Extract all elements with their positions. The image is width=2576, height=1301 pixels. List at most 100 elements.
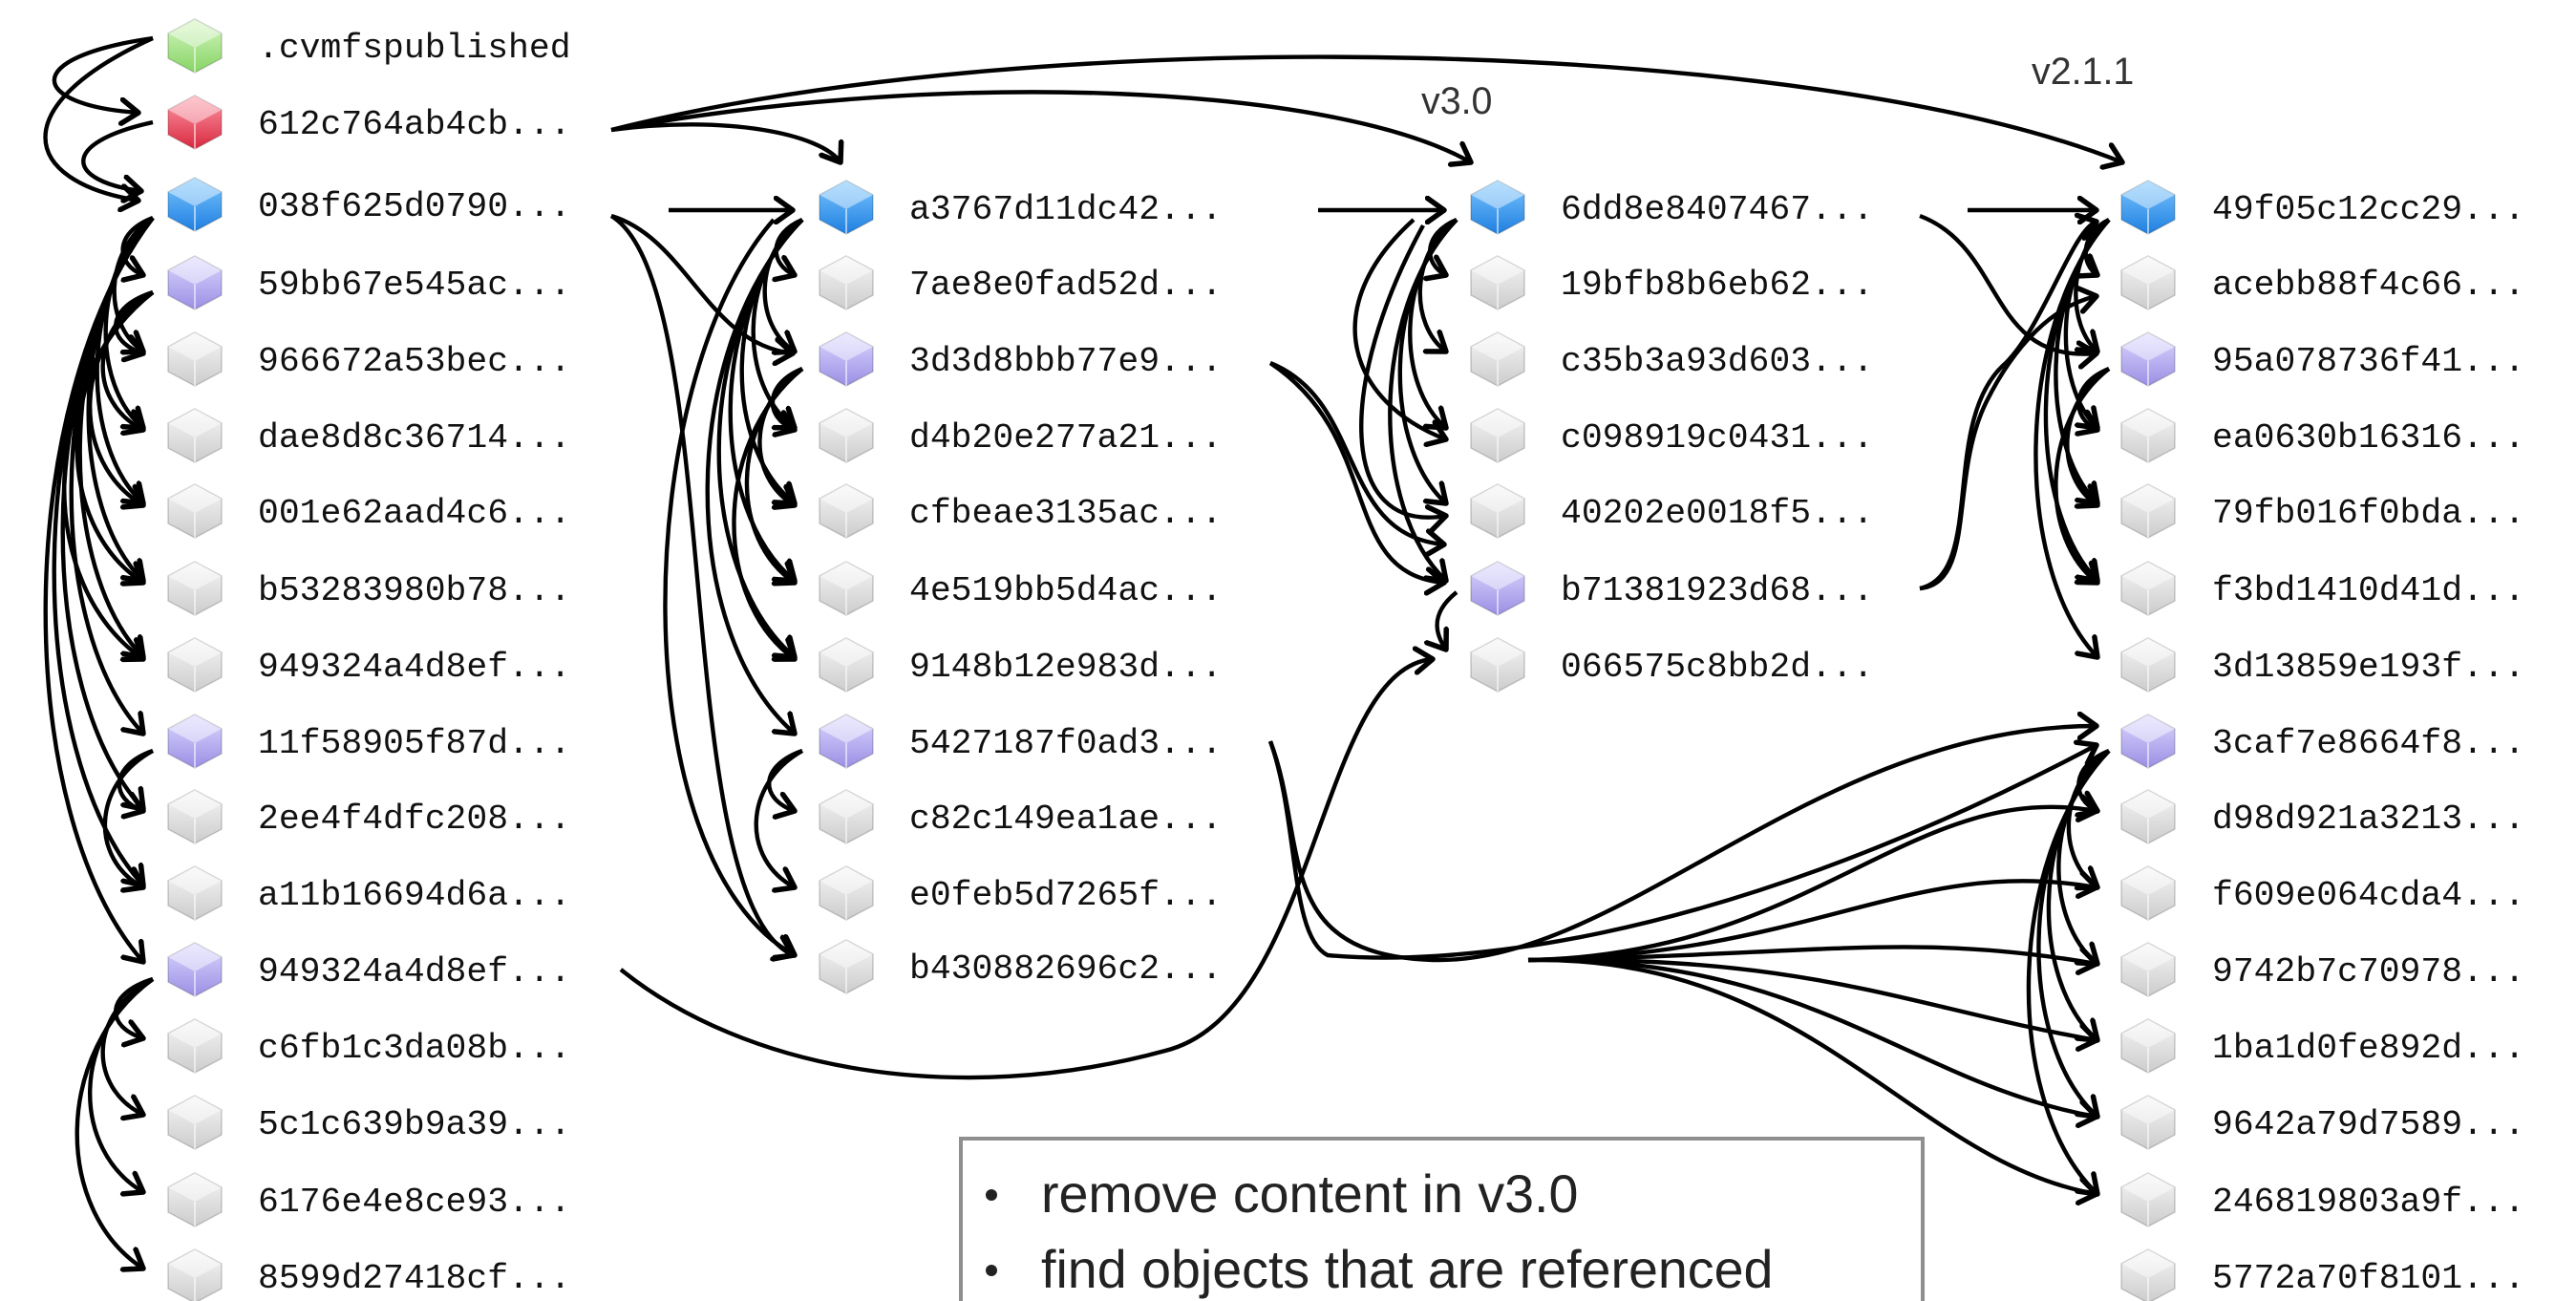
object-hash-label: 038f625d0790...: [258, 187, 571, 226]
object-cube-icon: [819, 483, 874, 539]
note-bullet-2: find objects that are referenced: [1041, 1240, 1773, 1299]
object-cube-icon: [2120, 865, 2176, 921]
object-cube-icon: [167, 331, 223, 387]
nested-to-c3-arrow: [1267, 741, 2097, 960]
object-row: 7ae8e0fad52d...: [819, 255, 1223, 310]
object-cube-icon: [2120, 255, 2176, 310]
object-row: 49f05c12cc29...: [2120, 180, 2525, 235]
nested-catalog-cube-icon: [819, 331, 874, 387]
object-row: 19bfb8b6eb62...: [1470, 255, 1874, 310]
version-label-v2-1-1: v2.1.1: [2032, 51, 2134, 93]
object-row: 5c1c639b9a39...: [167, 1095, 571, 1150]
nested-catalog-cube-icon: [167, 942, 223, 997]
object-hash-label: 95a078736f41...: [2212, 342, 2525, 381]
catalog-to-nested-arrow: [610, 213, 793, 353]
object-row: 3caf7e8664f8...: [2120, 714, 2525, 769]
object-cube-icon: [167, 1018, 223, 1074]
object-hash-label: 066575c8bb2d...: [1561, 648, 1874, 687]
object-cube-icon: [819, 561, 874, 616]
object-cube-icon: [2120, 637, 2176, 693]
object-row: 066575c8bb2d...: [1470, 637, 1874, 693]
object-row: acebb88f4c66...: [2120, 255, 2525, 310]
object-row: ea0630b16316...: [2120, 408, 2525, 463]
object-hash-label: 6dd8e8407467...: [1561, 190, 1874, 229]
nested-catalog-cube-icon: [2120, 714, 2176, 769]
object-cube-icon: [1470, 255, 1525, 310]
nested-child-arrow: [75, 977, 155, 1269]
shared-object-arrow: [1527, 957, 2097, 1194]
object-hash-label: c098919c0431...: [1561, 418, 1874, 458]
object-row: b71381923d68...: [1470, 561, 1874, 616]
object-hash-label: 3d3d8bbb77e9...: [909, 342, 1223, 381]
object-row: 9742b7c70978...: [2120, 942, 2525, 997]
object-hash-label: 949324a4d8ef...: [258, 648, 571, 687]
note-box: remove content in v3.0 find objects that…: [959, 1137, 1925, 1301]
object-row: 9642a79d7589...: [2120, 1095, 2525, 1150]
object-row: b430882696c2...: [819, 939, 1223, 994]
object-row: 9148b12e983d...: [819, 637, 1223, 693]
object-row: 4e519bb5d4ac...: [819, 561, 1223, 616]
object-cube-icon: [1470, 331, 1525, 387]
object-cube-icon: [167, 483, 223, 539]
nested-to-c3-arrow: [1267, 726, 2097, 963]
nested-catalog-cube-icon: [167, 714, 223, 769]
note-bullet-1: remove content in v3.0: [1041, 1164, 1578, 1224]
object-hash-label: 8599d27418cf...: [258, 1259, 571, 1298]
catalog-cube-icon: [819, 180, 874, 235]
nested-to-catalog-arrow: [1919, 222, 2097, 591]
object-cube-icon: [1470, 483, 1525, 539]
object-hash-label: cfbeae3135ac...: [909, 494, 1223, 533]
object-hash-label: 612c764ab4cb...: [258, 105, 571, 144]
object-row: 40202e0018f5...: [1470, 483, 1874, 539]
catalog-child-arrow: [663, 218, 795, 955]
object-row: e0feb5d7265f...: [819, 865, 1223, 921]
object-hash-label: 3d13859e193f...: [2212, 648, 2525, 687]
object-cube-icon: [2120, 1095, 2176, 1150]
object-cube-icon: [2120, 942, 2176, 997]
object-cube-icon: [1470, 637, 1525, 693]
bullet-1-dot: [986, 1189, 997, 1201]
nested-to-nested-arrow: [1268, 361, 1444, 583]
object-hash-label: 949324a4d8ef...: [258, 952, 571, 992]
catalog-child-arrow: [1359, 224, 1446, 518]
object-row: 5772a70f8101...: [2120, 1248, 2525, 1301]
object-row: 6176e4e8ce93...: [167, 1172, 571, 1227]
version-label-v3-0: v3.0: [1421, 80, 1492, 122]
object-cube-icon: [2120, 1172, 2176, 1227]
object-hash-label: 966672a53bec...: [258, 342, 571, 381]
object-cube-icon: [819, 865, 874, 921]
object-hash-label: a3767d11dc42...: [909, 190, 1223, 229]
object-row: 1ba1d0fe892d...: [2120, 1018, 2525, 1074]
object-cube-icon: [819, 789, 874, 844]
catalog-cube-icon: [167, 177, 223, 232]
object-row: 8599d27418cf...: [167, 1248, 571, 1301]
object-cube-icon: [167, 1095, 223, 1150]
object-row: a3767d11dc42...: [819, 180, 1223, 235]
nested-catalog-cube-icon: [167, 255, 223, 310]
object-hash-label: c82c149ea1ae...: [909, 800, 1223, 839]
object-row: 2ee4f4dfc208...: [167, 789, 571, 844]
object-cube-icon: [1470, 408, 1525, 463]
catalog-to-nested-arrow: [1919, 213, 2097, 354]
object-hash-label: 6176e4e8ce93...: [258, 1183, 571, 1222]
object-row: 001e62aad4c6...: [167, 483, 571, 539]
object-row: 038f625d0790...: [167, 177, 571, 232]
object-hash-label: 11f58905f87d...: [258, 724, 571, 763]
object-hash-label: a11b16694d6a...: [258, 876, 571, 915]
history-to-v211-arrow: [610, 54, 2122, 162]
object-hash-label: b430882696c2...: [909, 949, 1223, 989]
catalog-cube-icon: [1470, 180, 1525, 235]
object-hash-label: 7ae8e0fad52d...: [909, 266, 1223, 305]
object-hash-label: 19bfb8b6eb62...: [1561, 266, 1874, 305]
shared-object-arrow: [1527, 807, 2097, 963]
object-row: c098919c0431...: [1470, 408, 1874, 463]
shared-object-arrow: [1527, 945, 2097, 964]
object-cube-icon: [819, 637, 874, 693]
nested-catalog-cube-icon: [1470, 561, 1525, 616]
object-cube-icon: [167, 865, 223, 921]
object-hash-label: 5427187f0ad3...: [909, 724, 1223, 763]
nested-child-arrow: [1437, 590, 1458, 650]
object-row: 612c764ab4cb...: [167, 95, 571, 150]
object-cube-icon: [2120, 483, 2176, 539]
